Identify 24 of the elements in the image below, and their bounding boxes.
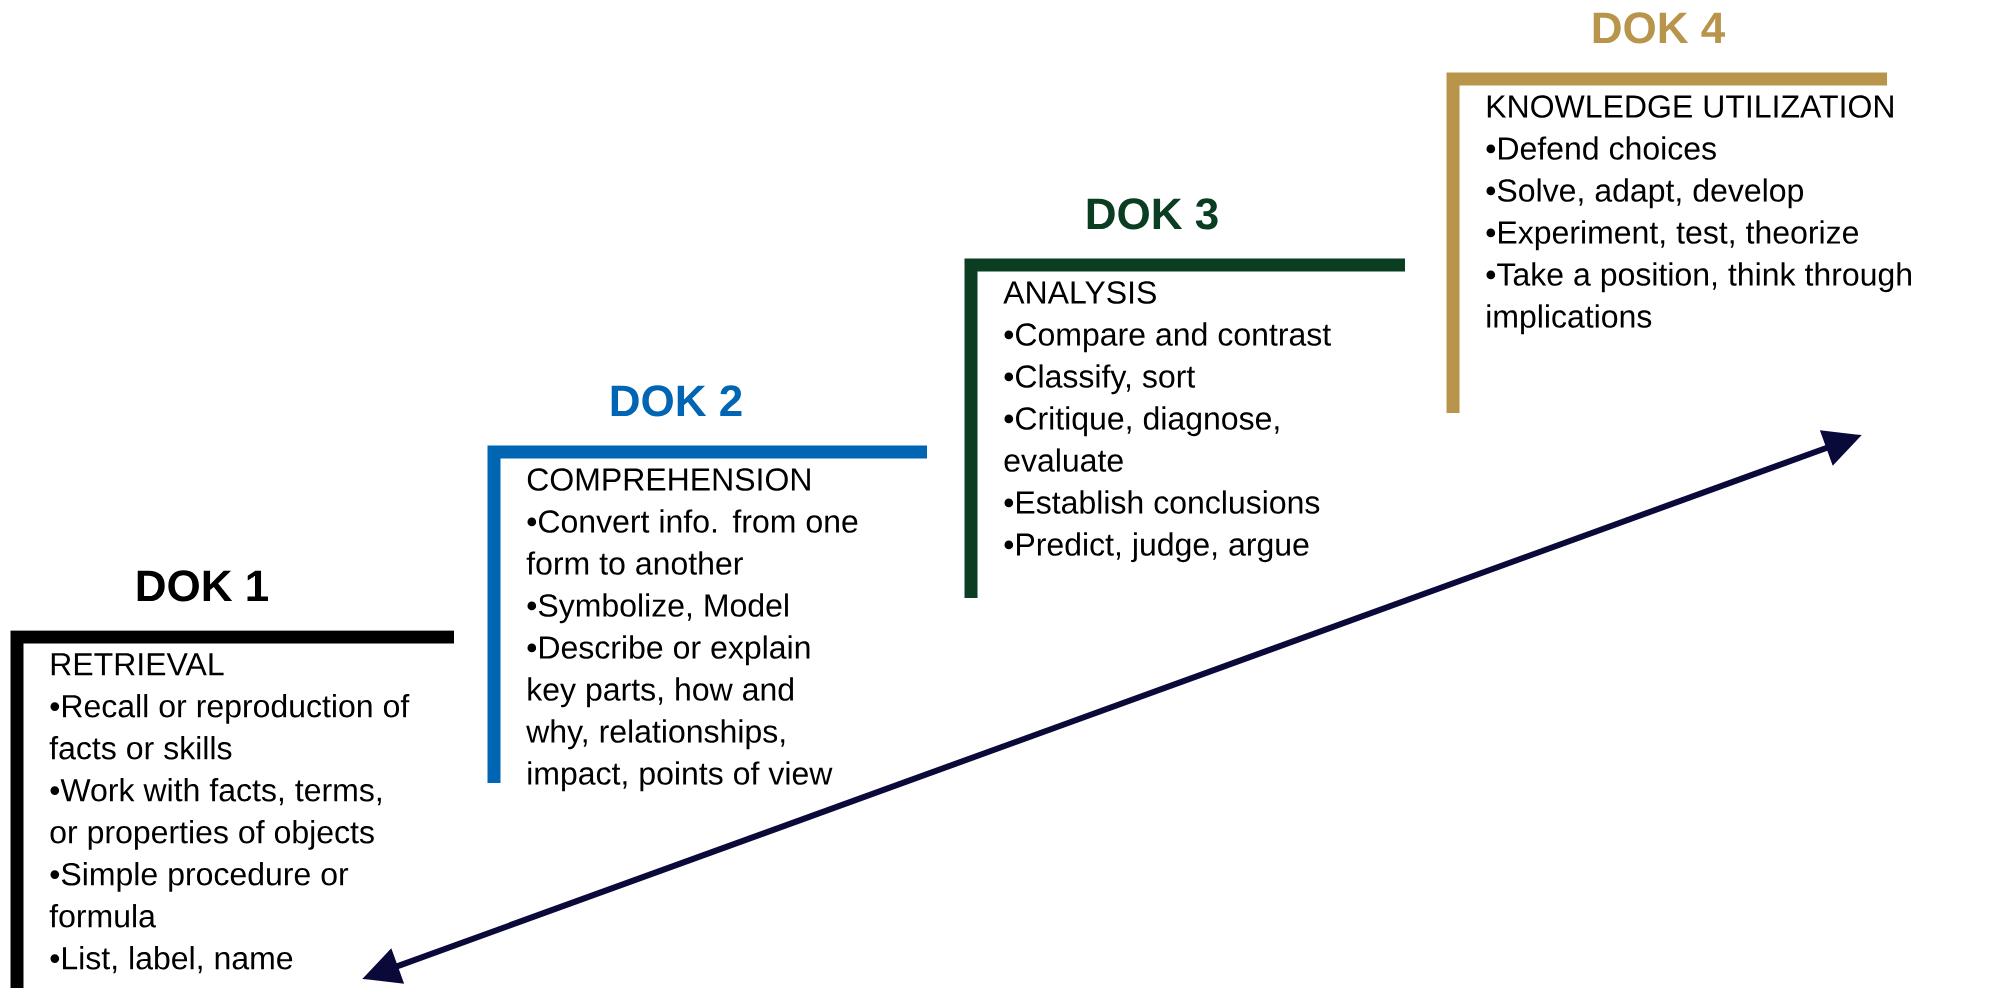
bullet-item: •Simple procedure or formula bbox=[49, 862, 349, 928]
level-heading: DOK 2 bbox=[611, 385, 742, 417]
step-title: KNOWLEDGE UTILIZATION bbox=[1487, 95, 1893, 118]
level-heading: DOK 4 bbox=[1593, 12, 1725, 44]
step-title: RETRIEVAL bbox=[51, 653, 224, 676]
level-heading: DOK 3 bbox=[1087, 198, 1218, 230]
bullet-item: •Experiment, test, theorize bbox=[1486, 220, 1858, 251]
bullet-item: •Symbolize, Model bbox=[527, 593, 788, 624]
bullet-item: •Establish conclusions bbox=[1004, 490, 1320, 514]
bullet-item: •Work with facts, terms, or properties of objects bbox=[50, 778, 381, 850]
bullet-item: •Recall or reproduction of facts or skills bbox=[49, 694, 410, 760]
step-title: COMPREHENSION bbox=[527, 468, 810, 491]
bullet-item: •Defend choices bbox=[1486, 136, 1716, 160]
bullet-item: •Critique, diagnose, evaluate bbox=[1004, 406, 1279, 472]
bullet-item: •Take a position, think through implications bbox=[1486, 262, 1911, 335]
bullet-item: •Compare and contrast bbox=[1004, 322, 1331, 353]
bullet-item: •Predict, judge, argue bbox=[1004, 532, 1309, 563]
level-heading: DOK 1 bbox=[137, 570, 268, 602]
bullet-item: •List, label, name bbox=[50, 946, 293, 974]
bullet-item: •Classify, sort bbox=[1004, 364, 1196, 395]
bullet-item: •Describe or explain key parts, how and why, relationships, impact, points of view bbox=[526, 635, 833, 792]
step-title: ANALYSIS bbox=[1003, 281, 1156, 304]
bullet-item: •Solve, adapt, develop bbox=[1486, 178, 1803, 209]
bullet-item: •Convert info. from one form to another bbox=[526, 509, 858, 575]
